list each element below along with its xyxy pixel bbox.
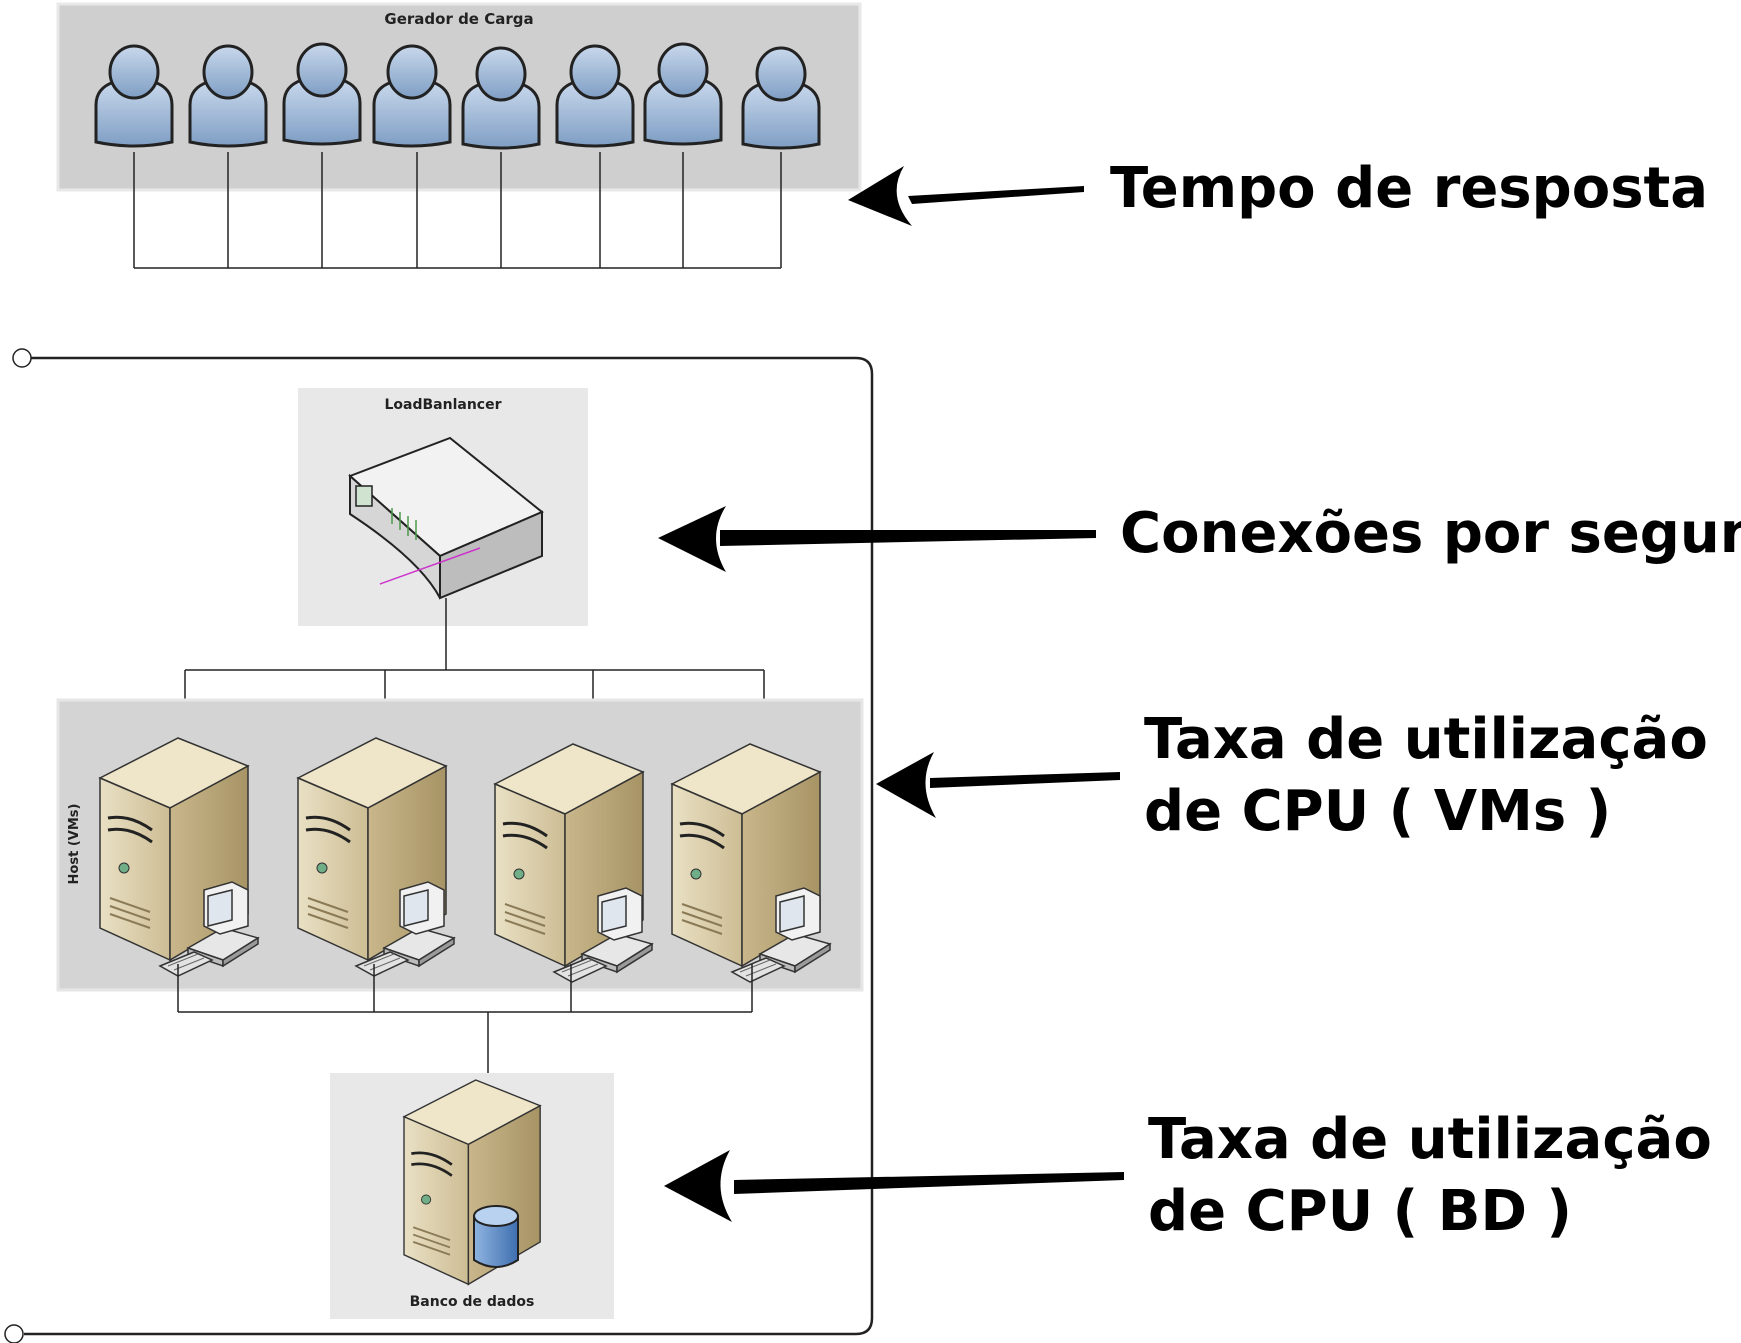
annotation-cpu-vms-line1: Taxa de utilização [1144,707,1708,772]
arrow-left-icon [876,752,1120,818]
user-connectors [133,152,782,269]
annotation-cpu-bd-line2: de CPU ( BD ) [1148,1179,1572,1244]
arrow-left-icon [664,1150,1124,1222]
system-container [4,348,874,1343]
annotations: Tempo de resposta Conexões por segundo T… [1107,153,1741,1247]
connector-handle[interactable] [4,1324,24,1343]
database-cylinder-icon [473,1205,519,1268]
arrow-left-icon [848,166,1084,226]
database-title: Banco de dados [410,1294,535,1310]
annotation-cpu-vms-line2: de CPU ( VMs ) [1144,779,1611,844]
annotation-cpu-bd-line1: Taxa de utilização [1148,1107,1712,1172]
database-group: Banco de dados [330,1073,614,1319]
load-balancer-icon [348,436,544,600]
server-tower-icon [402,1078,542,1286]
load-balancer-group: LoadBanlancer [298,388,588,670]
load-balancer-title: LoadBanlancer [384,397,501,413]
host-db-connectors [177,964,753,1084]
connector-handle[interactable] [12,348,32,368]
annotation-arrows [658,166,1124,1222]
annotation-connections: Conexões por segundo [1120,501,1741,566]
annotation-response-time: Tempo de resposta [1110,156,1708,221]
load-generator-group: Gerador de Carga [56,2,862,269]
load-generator-title: Gerador de Carga [384,10,533,28]
hosts-title: Host (VMs) [67,804,82,885]
load-generator-box [56,2,862,192]
hosts-group: Host (VMs) [56,698,864,992]
arrow-left-icon [658,506,1096,572]
